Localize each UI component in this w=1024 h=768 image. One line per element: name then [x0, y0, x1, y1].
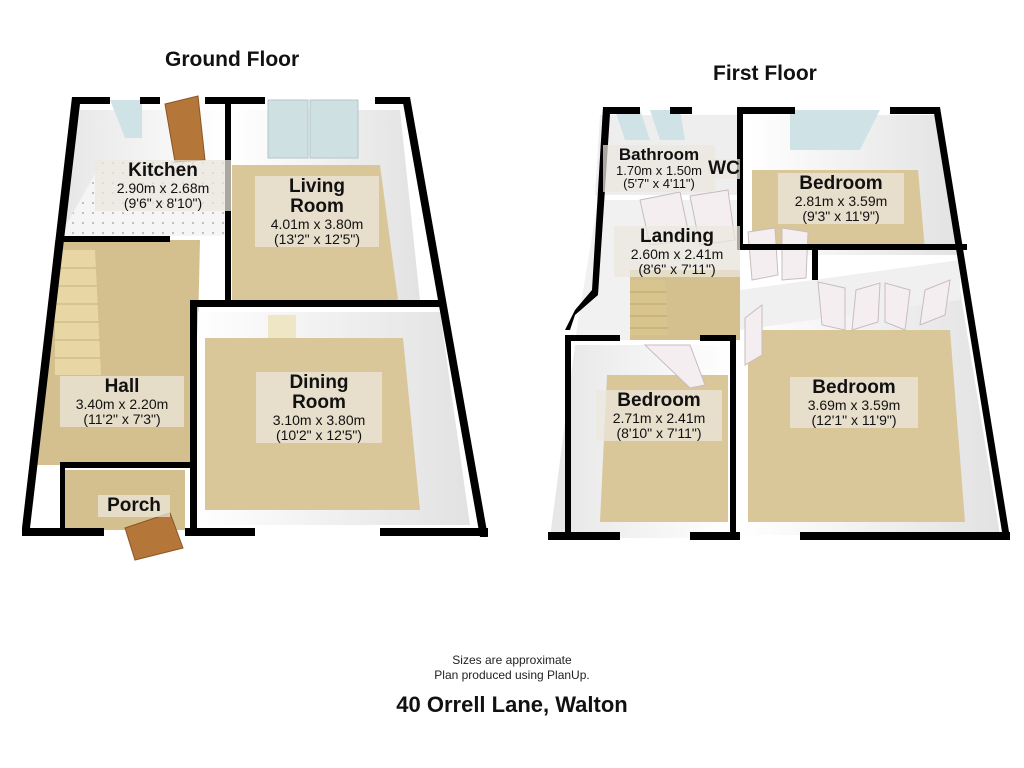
living-room-label: Living Room 4.01m x 3.80m (13'2" x 12'5"…	[255, 176, 379, 248]
wardrobe-door-1	[817, 281, 846, 331]
wardrobe-door-4	[919, 279, 951, 326]
kitchen-window	[110, 100, 142, 138]
property-address: 40 Orrell Lane, Walton	[396, 692, 628, 717]
ground-floor-title: Ground Floor	[165, 48, 300, 71]
dining-blinds	[268, 315, 296, 338]
small-bedroom-door	[643, 344, 706, 389]
plan-credit: Plan produced using PlanUp.	[434, 668, 590, 682]
bedroom-3-label: Bedroom 2.71m x 2.41m (8'10" x 7'11")	[596, 390, 722, 442]
hall-label: Hall 3.40m x 2.20m (11'2" x 7'3")	[60, 376, 184, 428]
bedroom-bottom-left	[550, 344, 732, 538]
first-floor-title: First Floor	[713, 62, 817, 85]
cupboard-door	[781, 227, 809, 281]
bedroom-1-label: Bedroom 3.69m x 3.59m (12'1" x 11'9")	[790, 377, 918, 429]
bathroom-label: Bathroom 1.70m x 1.50m (5'7" x 4'11")	[603, 145, 715, 193]
front-door	[124, 512, 184, 561]
sizes-disclaimer: Sizes are approximate	[452, 653, 572, 667]
bedroom-door-top	[747, 227, 779, 281]
ground-floor-plan	[22, 95, 488, 561]
wc-label: WC	[708, 158, 740, 179]
large-bedroom-door	[744, 303, 763, 366]
bedroom-2-label: Bedroom 2.81m x 3.59m (9'3" x 11'9")	[778, 173, 904, 225]
staircase	[55, 250, 101, 375]
kitchen-label: Kitchen 2.90m x 2.68m (9'6" x 8'10")	[95, 160, 231, 212]
first-floor-staircase	[630, 280, 668, 335]
living-window-right	[309, 99, 359, 159]
porch-label: Porch	[98, 495, 170, 517]
wardrobe-door-2	[851, 282, 881, 331]
dining-room-label: Dining Room 3.10m x 3.80m (10'2" x 12'5"…	[256, 372, 382, 444]
bedroom-window	[790, 110, 880, 150]
wardrobe-door-3	[884, 282, 911, 331]
living-window-left	[267, 99, 309, 159]
first-floor-walls	[548, 107, 1010, 540]
landing-label: Landing 2.60m x 2.41m (8'6" x 7'11")	[614, 226, 740, 278]
